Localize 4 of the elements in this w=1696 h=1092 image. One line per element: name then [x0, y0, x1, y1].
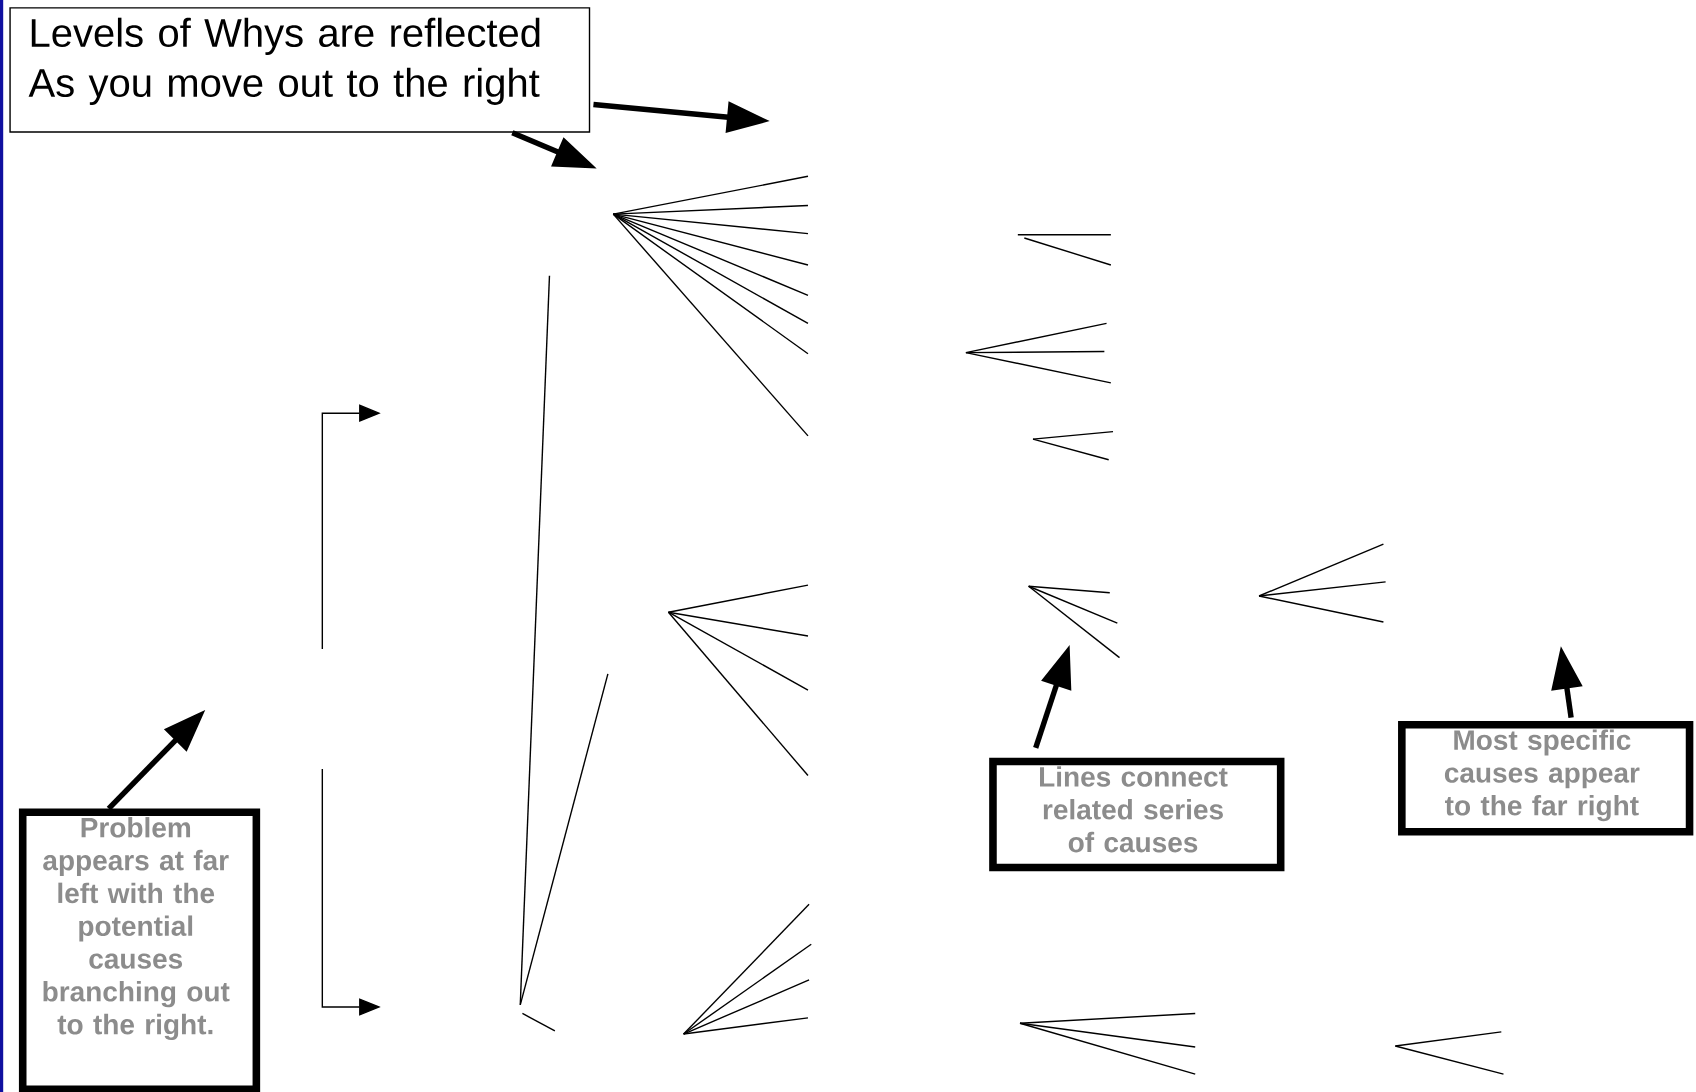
note-box: Levels of Whys are reflected As you move out to the right — [9, 7, 591, 133]
text-box: Most specific causes appear to the far right — [1398, 720, 1694, 836]
text-box: Problem appears at far left with the potential causes branching out to the right. — [18, 808, 261, 1092]
text-box: Lines connect related series of causes — [989, 757, 1285, 872]
